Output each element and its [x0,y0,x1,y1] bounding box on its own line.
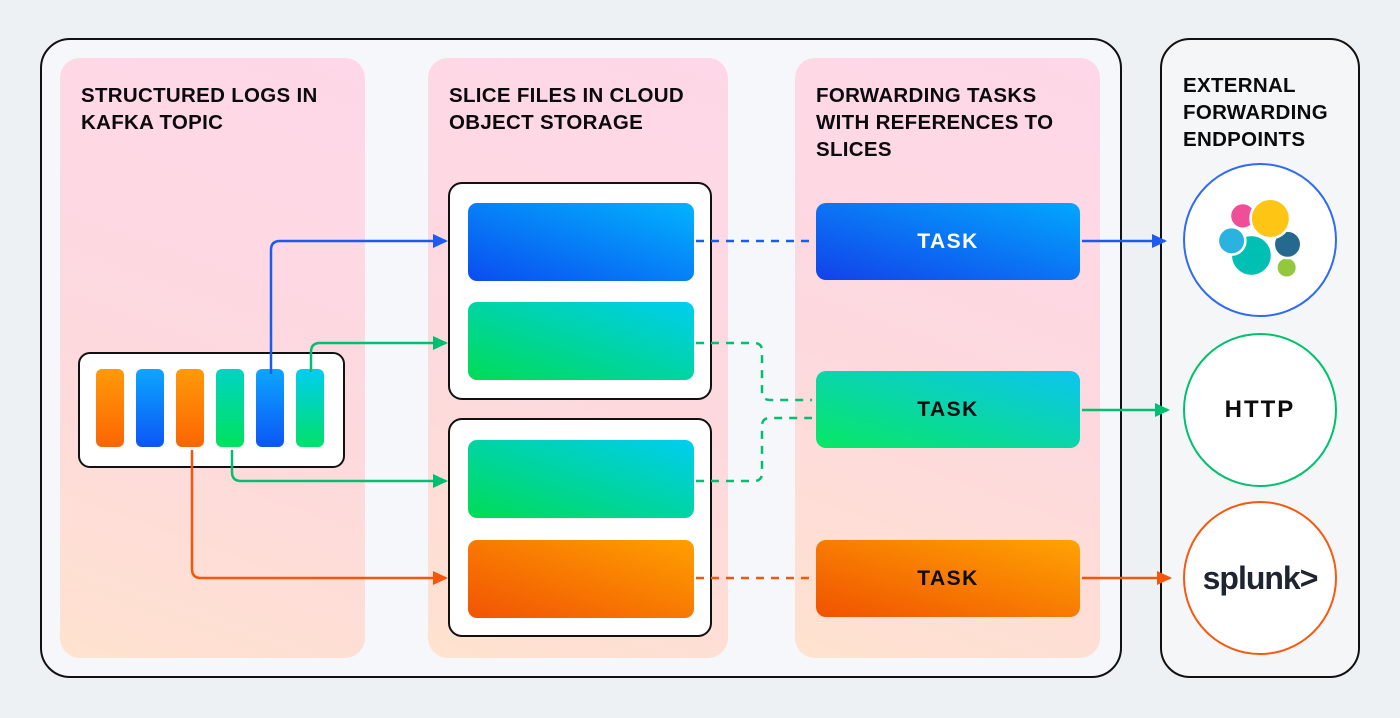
kafka-record-bar-green [296,369,324,447]
elasticsearch-logo-icon [1217,197,1303,280]
task-label: TASK [917,229,979,253]
slice-file-green-2 [468,440,694,518]
task-label: TASK [917,566,979,590]
slice-file-blue [468,203,694,281]
task-label: TASK [917,397,979,421]
panel-kafka-title: STRUCTURED LOGS IN KAFKA TOPIC [81,84,318,134]
kafka-record-bar-blue [136,369,164,447]
splunk-logo: splunk> [1202,559,1319,596]
endpoint-http: HTTP [1183,333,1337,487]
slice-file-green-1 [468,302,694,380]
task-box-splunk: TASK [816,540,1080,617]
http-label: HTTP [1224,396,1296,423]
endpoint-splunk: splunk> [1183,501,1337,655]
panel-tasks-title: FORWARDING TASKS WITH REFERENCES TO SLIC… [816,84,1054,161]
task-box-http: TASK [816,371,1080,448]
panel-slices-title: SLICE FILES IN CLOUD OBJECT STORAGE [449,84,684,134]
endpoint-elasticsearch [1183,163,1337,317]
task-box-elasticsearch: TASK [816,203,1080,280]
kafka-record-bar-blue [256,369,284,447]
slice-file-orange [468,540,694,618]
panel-endpoints-title: EXTERNAL FORWARDING ENDPOINTS [1183,74,1328,151]
kafka-record-bar-orange [176,369,204,447]
kafka-topic-box [78,352,345,468]
kafka-record-bar-green [216,369,244,447]
kafka-record-bar-orange [96,369,124,447]
